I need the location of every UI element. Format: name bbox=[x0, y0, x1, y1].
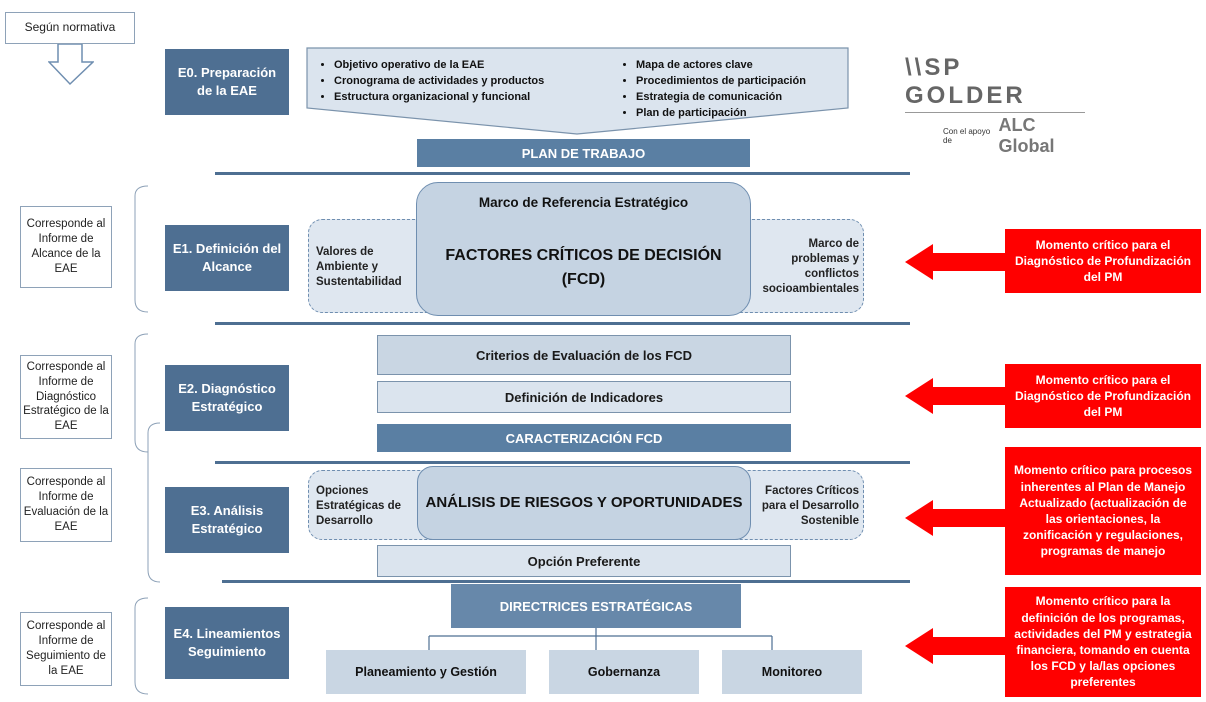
e1-marco-referencia: Marco de Referencia Estratégico bbox=[478, 195, 689, 210]
e4-gobernanza-box: Gobernanza bbox=[549, 650, 699, 694]
left-arrow-icon bbox=[905, 378, 1005, 414]
e1-rounded-box bbox=[416, 182, 751, 316]
e2-criterios-label: Criterios de Evaluación de los FCD bbox=[476, 347, 692, 363]
e1-left-text: Valores de Ambiente y Sustentabilidad bbox=[316, 246, 402, 288]
logo-support-prefix: Con el apoyo de bbox=[943, 127, 991, 145]
report-e3: Corresponde al Informe de Evaluación de … bbox=[20, 468, 112, 542]
critical-box-3: Momento crítico para procesos inherentes… bbox=[1005, 447, 1201, 575]
e3-analisis-title: ANÁLISIS DE RIESGOS Y OPORTUNIDADES bbox=[425, 494, 743, 511]
critical-box-2: Momento crítico para el Diagnóstico de P… bbox=[1005, 364, 1201, 428]
separator-line bbox=[222, 580, 910, 583]
stage-e4: E4. Lineamientos Seguimiento bbox=[165, 607, 289, 679]
logo: \\SP GOLDER Con el apoyo de ALC Global bbox=[905, 54, 1085, 156]
e0-bullet: Mapa de actores clave bbox=[636, 58, 845, 74]
e2-indicadores-box: Definición de Indicadores bbox=[377, 381, 791, 413]
e4-connector-lines bbox=[428, 628, 773, 650]
e0-banner-shape bbox=[306, 47, 849, 135]
brackets bbox=[134, 185, 160, 695]
stage-e3-label: E3. Análisis Estratégico bbox=[190, 503, 264, 536]
critical-1-text: Momento crítico para el Diagnóstico de P… bbox=[1014, 237, 1191, 285]
e4-gobernanza-label: Gobernanza bbox=[587, 665, 661, 679]
e4-directrices-label: DIRECTRICES ESTRATÉGICAS bbox=[499, 598, 693, 614]
normativa-label: Según normativa bbox=[24, 20, 116, 35]
critical-box-1: Momento crítico para el Diagnóstico de P… bbox=[1005, 229, 1201, 293]
fcd-line-2: (FCD) bbox=[561, 271, 606, 288]
critical-4-text: Momento crítico para la definición de lo… bbox=[1014, 594, 1192, 690]
e4-monitoreo-label: Monitoreo bbox=[761, 665, 823, 679]
e0-bullet: Estructura organizacional y funcional bbox=[334, 90, 618, 106]
plan-trabajo-label: PLAN DE TRABAJO bbox=[521, 145, 646, 161]
e2-criterios-box: Criterios de Evaluación de los FCD bbox=[377, 335, 791, 375]
e1-fcd-title: FACTORES CRÍTICOS DE DECISIÓN (FCD) bbox=[416, 244, 751, 292]
stage-e3: E3. Análisis Estratégico bbox=[165, 487, 289, 553]
stage-e1: E1. Definición del Alcance bbox=[165, 225, 289, 291]
stage-e2-label: E2. Diagnóstico Estratégico bbox=[178, 381, 276, 414]
e0-bullet: Cronograma de actividades y productos bbox=[334, 74, 618, 90]
e2-indicadores-label: Definición de Indicadores bbox=[504, 389, 664, 405]
stage-e1-label: E1. Definición del Alcance bbox=[172, 241, 282, 274]
e3-rounded-box bbox=[417, 466, 751, 540]
left-arrow-icon bbox=[905, 244, 1005, 280]
report-e4: Corresponde al Informe de Seguimiento de… bbox=[20, 612, 112, 686]
report-e2: Corresponde al Informe de Diagnóstico Es… bbox=[20, 355, 112, 439]
stage-e0: E0. Preparación de la EAE bbox=[165, 49, 289, 115]
logo-support-name: ALC Global bbox=[998, 115, 1055, 156]
e0-bullet: Estrategia de comunicación bbox=[636, 90, 845, 106]
left-arrow-icon bbox=[905, 500, 1005, 536]
report-e4-text: Corresponde al Informe de Seguimiento de… bbox=[26, 620, 106, 677]
separator-line bbox=[215, 461, 910, 464]
critical-2-text: Momento crítico para el Diagnóstico de P… bbox=[1014, 372, 1191, 420]
critical-3-text: Momento crítico para procesos inherentes… bbox=[1013, 463, 1193, 559]
e3-opcion-box: Opción Preferente bbox=[377, 545, 791, 577]
logo-brand: \\SP GOLDER bbox=[905, 54, 1026, 109]
fcd-line-1: FACTORES CRÍTICOS DE DECISIÓN bbox=[445, 247, 722, 264]
stage-e4-label: E4. Lineamientos Seguimiento bbox=[173, 626, 281, 659]
stage-e2: E2. Diagnóstico Estratégico bbox=[165, 365, 289, 431]
separator-line bbox=[215, 172, 910, 175]
e3-right-text: Factores Críticos para el Desarrollo Sos… bbox=[761, 485, 859, 527]
report-e2-text: Corresponde al Informe de Diagnóstico Es… bbox=[23, 360, 109, 433]
separator-line bbox=[215, 322, 910, 325]
e0-bullets-left: Objetivo operativo de la EAE Cronograma … bbox=[318, 58, 618, 106]
e0-bullet: Plan de participación bbox=[636, 106, 845, 122]
e0-bullets-right: Mapa de actores clave Procedimientos de … bbox=[620, 58, 845, 122]
critical-box-4: Momento crítico para la definición de lo… bbox=[1005, 587, 1201, 697]
e3-left-text: Opciones Estratégicas de Desarrollo bbox=[316, 485, 402, 527]
down-arrow-icon bbox=[48, 44, 94, 86]
normativa-box: Según normativa bbox=[5, 12, 135, 44]
plan-trabajo-bar: PLAN DE TRABAJO bbox=[417, 139, 750, 167]
e4-planeamiento-label: Planeamiento y Gestión bbox=[355, 665, 497, 679]
report-e3-text: Corresponde al Informe de Evaluación de … bbox=[23, 476, 109, 533]
e4-directrices-box: DIRECTRICES ESTRATÉGICAS bbox=[451, 584, 741, 628]
e0-bullet: Procedimientos de participación bbox=[636, 74, 845, 90]
report-e1-text: Corresponde al Informe de Alcance de la … bbox=[26, 218, 106, 275]
e2-caracterizacion-box: CARACTERIZACIÓN FCD bbox=[377, 424, 791, 452]
e4-planeamiento-box: Planeamiento y Gestión bbox=[326, 650, 526, 694]
report-e1: Corresponde al Informe de Alcance de la … bbox=[20, 206, 112, 288]
stage-e0-label: E0. Preparación de la EAE bbox=[177, 65, 277, 98]
e0-bullet: Objetivo operativo de la EAE bbox=[334, 58, 618, 74]
left-arrow-icon bbox=[905, 628, 1005, 664]
e2-caracterizacion-label: CARACTERIZACIÓN FCD bbox=[505, 430, 663, 446]
e3-opcion-label: Opción Preferente bbox=[527, 553, 641, 569]
e4-monitoreo-box: Monitoreo bbox=[722, 650, 862, 694]
e1-right-text: Marco de problemas y conflictos socioamb… bbox=[762, 238, 859, 295]
